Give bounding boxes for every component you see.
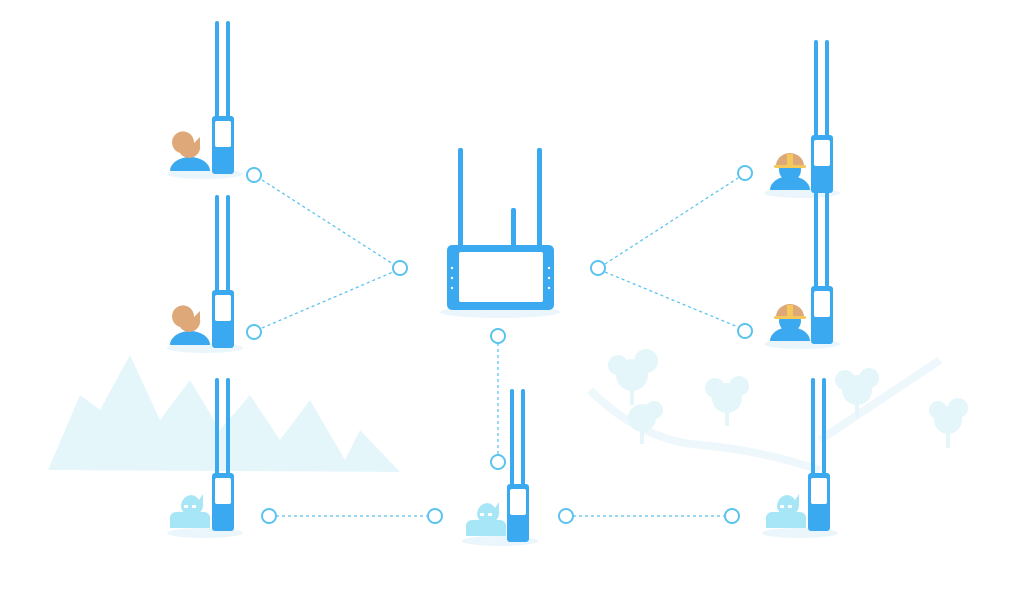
connection-node [490,328,506,344]
connection-line [604,271,739,328]
radio-operator-top-right [764,40,840,198]
connection-node [427,508,443,524]
connection-line [261,271,394,329]
connection-node [737,323,753,339]
connection-node [246,324,262,340]
connection-node [490,454,506,470]
connection-node [261,508,277,524]
connection-line [604,177,739,265]
central-base-station [440,148,560,318]
road-scenery [587,356,943,474]
connection-node [724,508,740,524]
radio-icon [811,40,833,193]
radio-icon [808,378,830,531]
connection-line [261,179,394,265]
ghost-person-icon [170,494,210,528]
radio-operator-bottom-center [462,389,538,546]
radio-operator-bottom-left [167,378,243,538]
radio-icon [811,191,833,344]
worker-icon [770,153,810,190]
radio-icon [507,389,529,542]
ghost-person-icon [766,494,806,528]
person-icon [170,131,210,171]
radio-operator-top-left [167,21,243,179]
connection-node [392,260,408,276]
connection-node [558,508,574,524]
radio-operator-bottom-right [762,378,838,538]
connection-node [246,167,262,183]
ghost-person-icon [466,502,506,536]
connection-node [590,260,606,276]
mountain-scenery [48,355,400,472]
connection-node [737,165,753,181]
radio-icon [212,21,234,174]
tree-scenery [608,349,968,448]
radio-operator-mid-left [167,195,243,353]
radio-icon [212,195,234,348]
worker-icon [770,304,810,341]
radio-operator-mid-right [764,191,840,349]
person-icon [170,305,210,345]
